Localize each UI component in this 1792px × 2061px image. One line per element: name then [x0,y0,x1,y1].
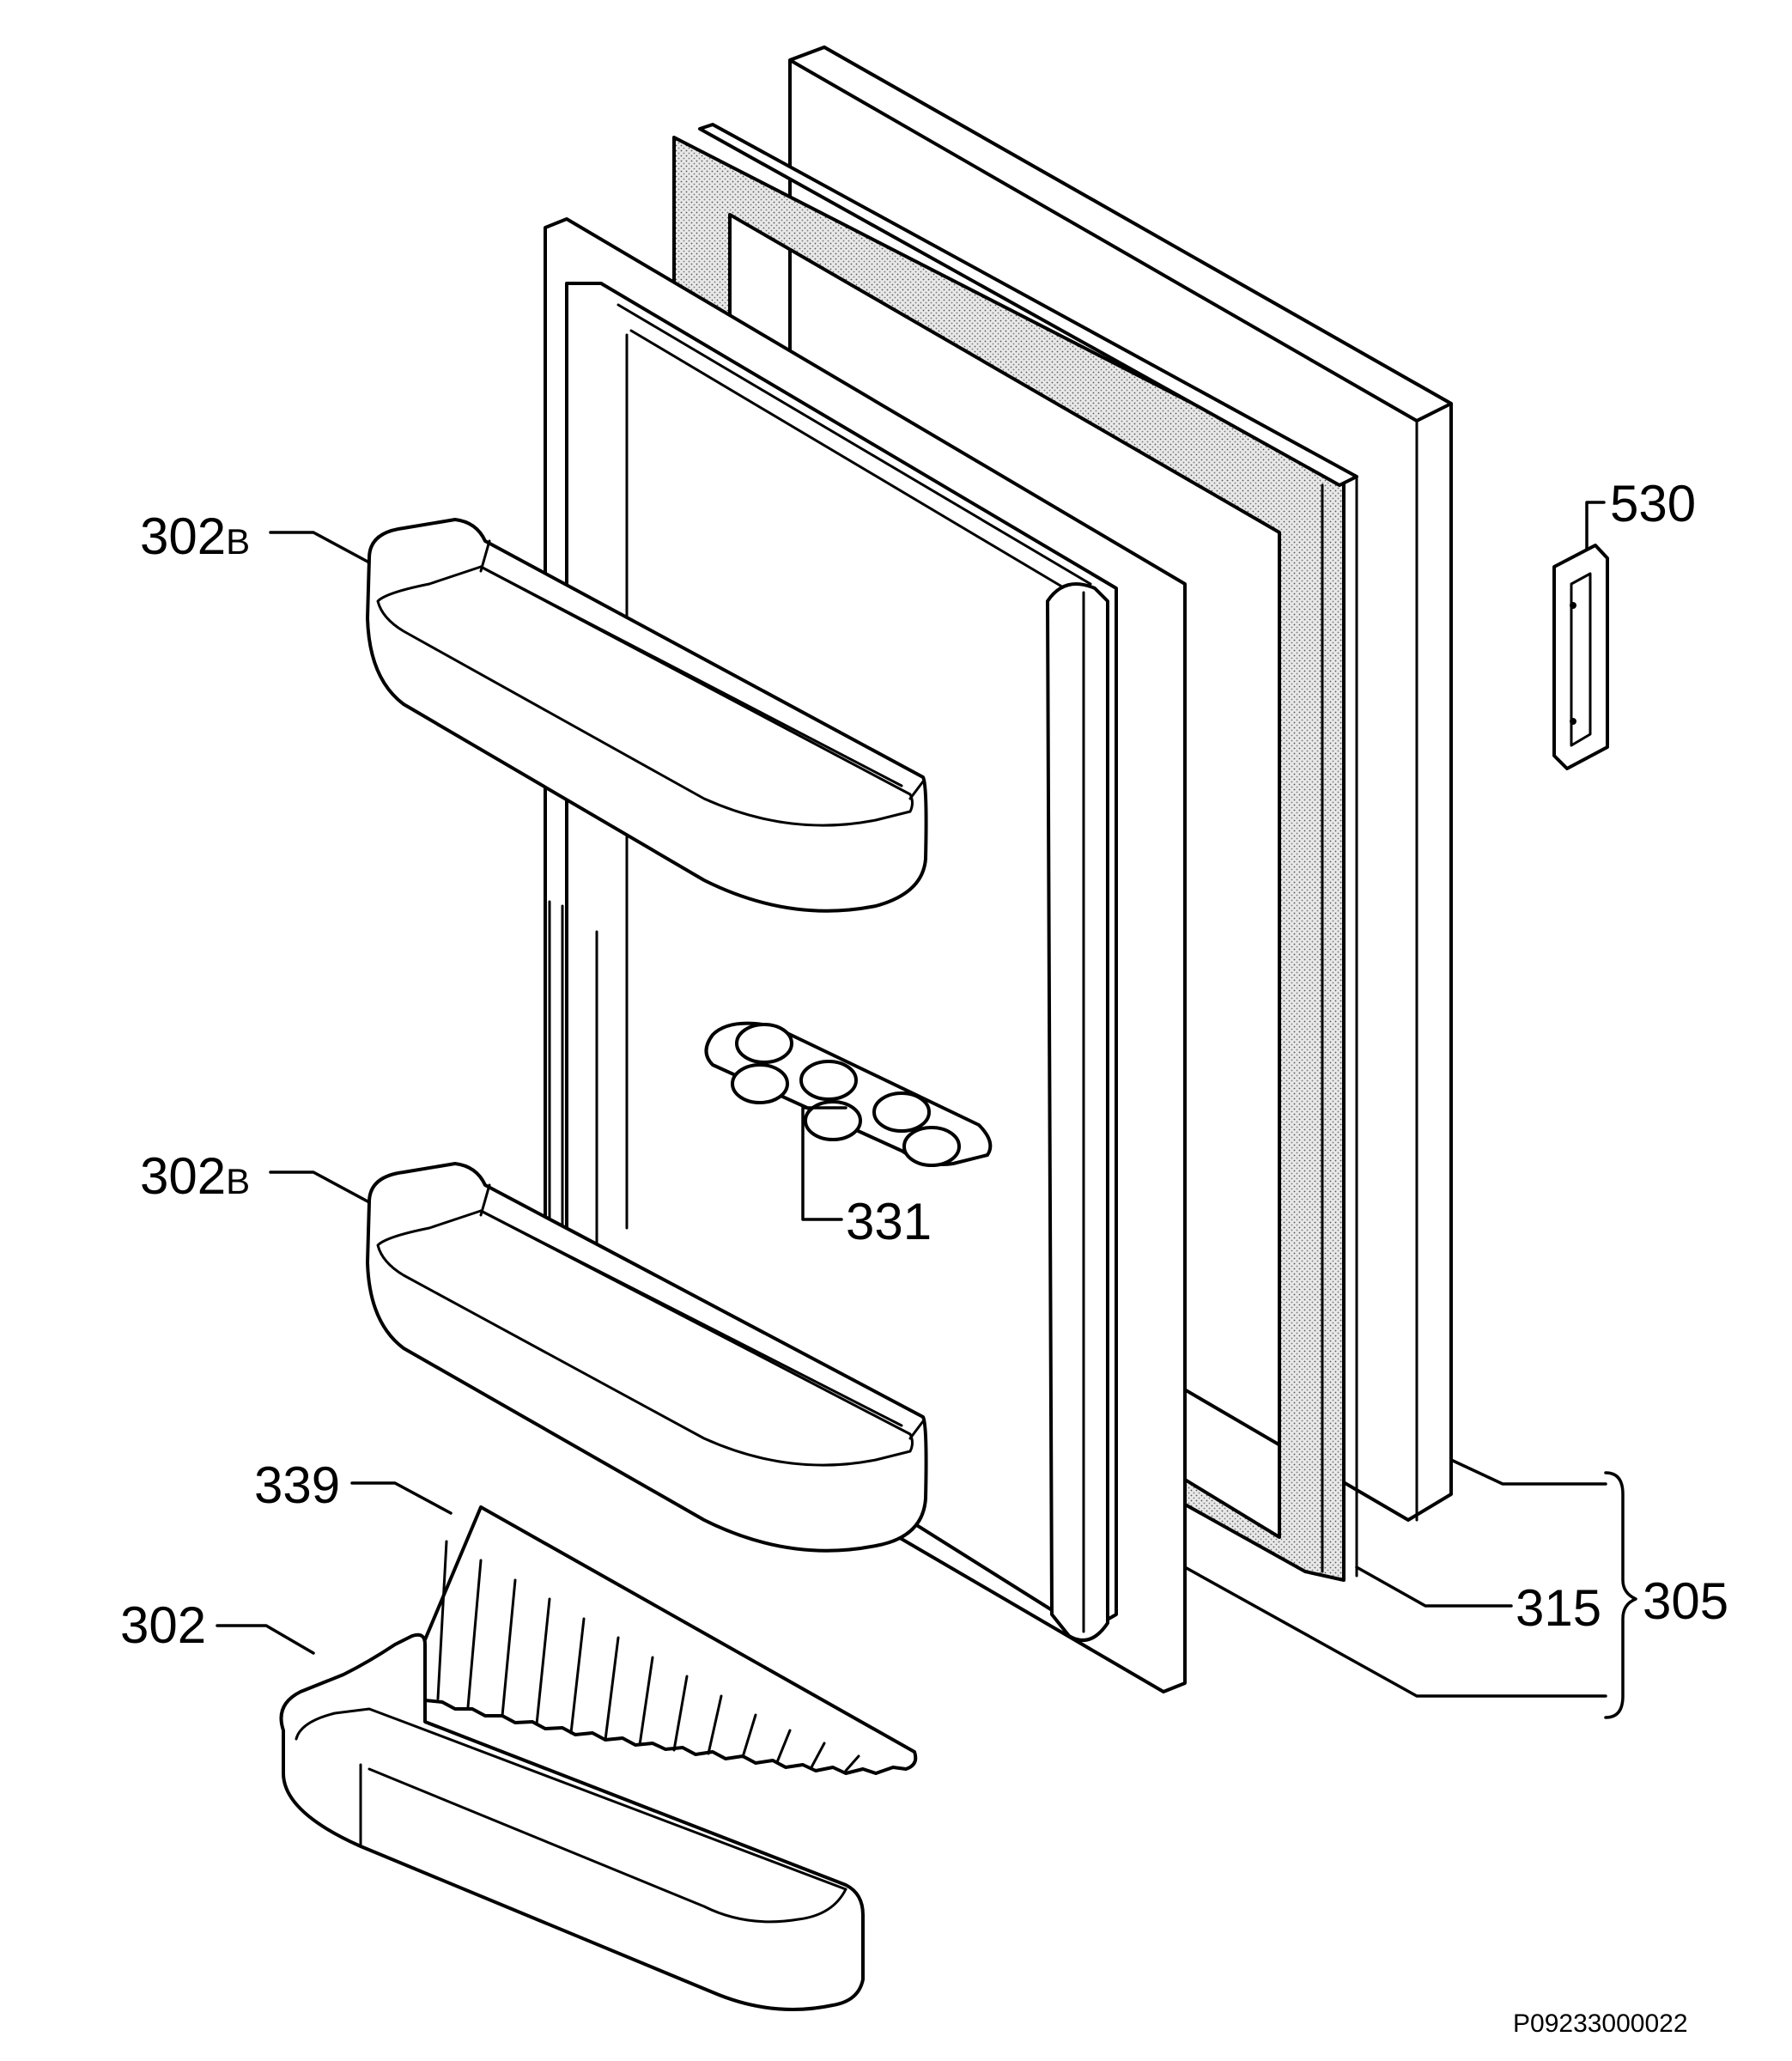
label-530: 530 [1610,475,1696,532]
egg-tray [704,1021,993,1167]
upper-door-shelf [366,518,928,913]
label-339: 339 [254,1456,340,1514]
middle-door-shelf [366,1162,928,1553]
drawing-code: P09233000022 [1513,2009,1688,2038]
leader-lines [216,501,1637,1719]
hinge-plate [1552,544,1609,770]
label-302b-middle: 302B [140,1147,250,1205]
label-305: 305 [1643,1572,1728,1630]
lower-door-shelf [279,1632,865,2011]
ventilation-grille [406,1505,918,1775]
label-315: 315 [1516,1579,1601,1637]
label-331: 331 [846,1193,932,1250]
label-302b-upper: 302B [140,508,250,565]
label-302: 302 [120,1596,206,1654]
